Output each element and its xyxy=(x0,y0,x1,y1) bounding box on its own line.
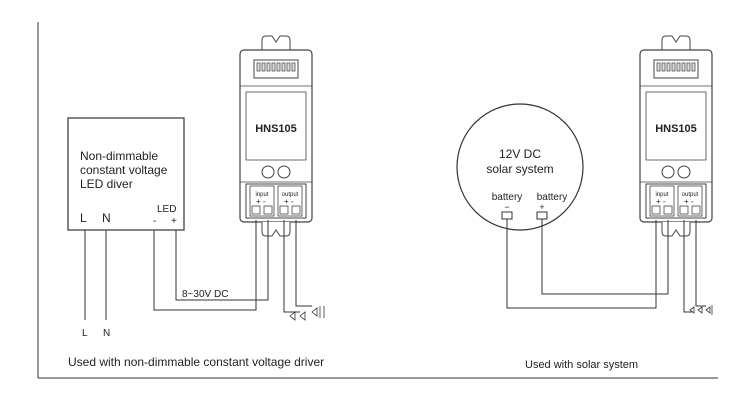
input-plusminus-right: + - xyxy=(656,197,666,206)
input-label-right: input xyxy=(655,192,668,198)
left-diagram: Non-dimmable constant voltage LED diver … xyxy=(67,35,325,369)
output-plusminus-right: + - xyxy=(684,197,694,206)
solar-line-1: 12V DC xyxy=(499,147,541,161)
wire-led-minus-left xyxy=(295,220,312,307)
led-driver-box xyxy=(67,117,185,231)
driver-line-1: Non-dimmable xyxy=(80,149,158,163)
hns105-device-right xyxy=(639,35,713,237)
battery-plus-sign: + xyxy=(539,202,544,212)
led-minus-label: - xyxy=(153,216,156,227)
right-diagram: 12V DC solar system battery battery − + … xyxy=(456,35,713,371)
output-label-left: output xyxy=(282,192,299,198)
wire-battery-plus xyxy=(541,219,669,295)
battery-minus-sign: − xyxy=(504,202,509,212)
input-label-left: input xyxy=(255,192,268,198)
battery-minus-label: battery xyxy=(492,192,523,203)
led-plus-label: + xyxy=(171,216,177,227)
led-string-right xyxy=(689,305,713,315)
input-plusminus-left: + - xyxy=(256,197,266,206)
battery-minus-terminal xyxy=(501,211,513,220)
terminal-L-label: L xyxy=(80,211,87,225)
hns105-device-left xyxy=(239,35,313,237)
battery-plus-label: battery xyxy=(537,192,568,203)
led-string-left xyxy=(289,306,325,321)
device-name-right: HNS105 xyxy=(655,123,697,135)
solar-line-2: solar system xyxy=(486,162,553,176)
caption-right: Used with solar system xyxy=(525,359,638,371)
wire-dc-minus xyxy=(153,220,257,311)
driver-line-2: constant voltage xyxy=(80,163,168,177)
terminal-N-label: N xyxy=(102,211,111,225)
wire-dc-plus xyxy=(175,220,269,301)
wire-led-minus-right xyxy=(695,220,706,307)
solar-system-circle xyxy=(456,103,584,231)
output-plusminus-left: + - xyxy=(284,197,294,206)
wire-led-plus-right xyxy=(683,220,692,313)
battery-plus-terminal xyxy=(536,211,548,220)
caption-left: Used with non-dimmable constant voltage … xyxy=(68,355,324,369)
wire-N-label: N xyxy=(103,328,110,339)
voltage-label: 8~30V DC xyxy=(182,289,228,300)
led-label: LED xyxy=(157,204,176,215)
wire-L-label: L xyxy=(82,328,88,339)
output-label-right: output xyxy=(682,192,699,198)
device-name-left: HNS105 xyxy=(255,123,297,135)
wire-battery-minus xyxy=(506,219,657,309)
driver-line-3: LED diver xyxy=(80,177,133,191)
